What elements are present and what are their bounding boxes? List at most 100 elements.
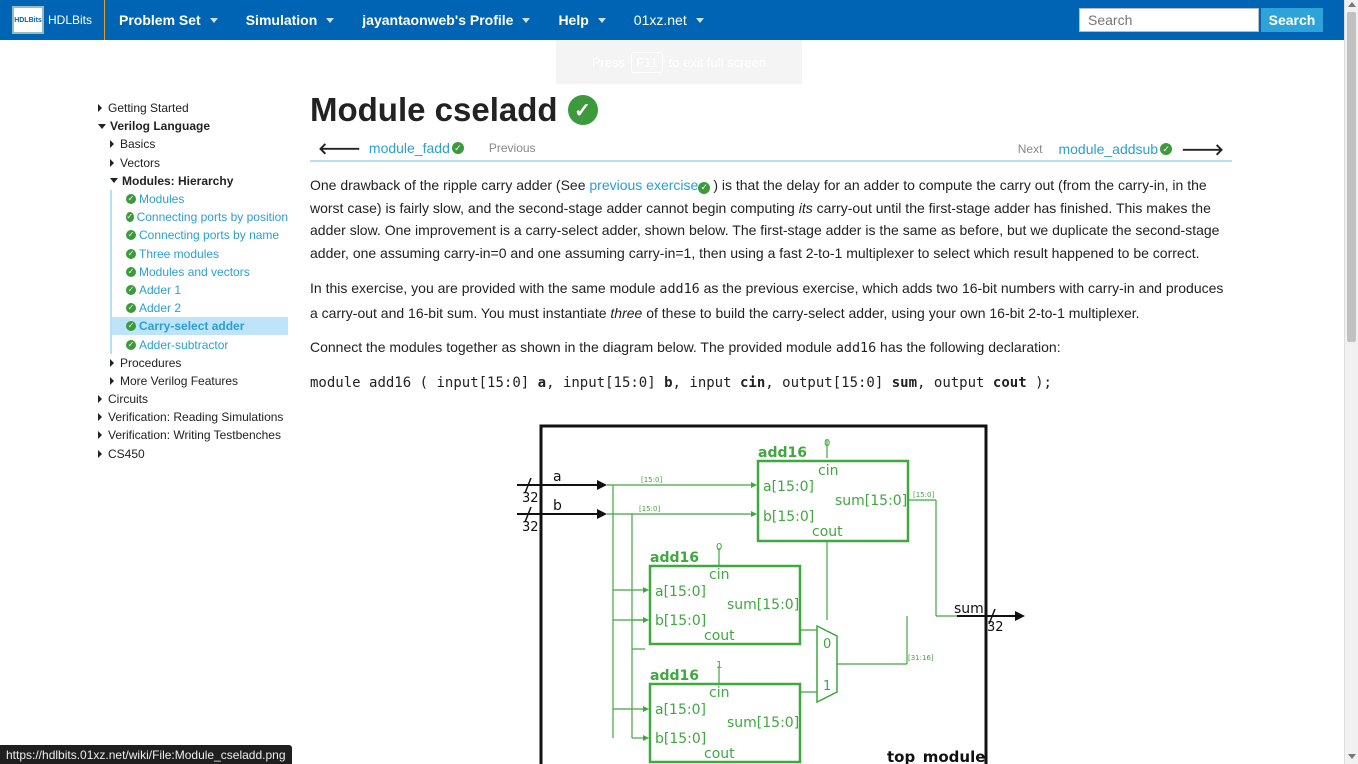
tree-verif-tb[interactable]: Verification: Writing Testbenches	[98, 426, 288, 444]
menu-help[interactable]: Help	[544, 0, 619, 40]
top-navbar: HDLBits HDLBits Problem Set Simulation j…	[0, 0, 1344, 40]
tree-circuits[interactable]: Circuits	[98, 390, 288, 408]
toast-key: F11	[631, 51, 663, 73]
tree-procedures[interactable]: Procedures	[98, 354, 288, 372]
search-input[interactable]	[1079, 8, 1259, 32]
caret-right-icon	[98, 431, 102, 440]
tree-lesson-three-modules[interactable]: ✓Three modules	[110, 244, 288, 263]
toast-text-after: to exit full screen	[668, 54, 767, 70]
status-url: https://hdlbits.01xz.net/wiki/File:Modul…	[6, 747, 286, 762]
check-circle-icon: ✓	[126, 284, 136, 295]
page-title: Module cseladd ✓	[310, 88, 1232, 132]
vertical-scrollbar[interactable]	[1344, 0, 1358, 764]
module-declaration: module add16 ( input[15:0] a, input[15:0…	[310, 374, 1052, 391]
adder1-box	[756, 459, 910, 543]
output-sum-label: sum	[954, 601, 984, 617]
menu-problem-set[interactable]: Problem Set	[105, 0, 232, 40]
tree-lesson-ports-position[interactable]: ✓Connecting ports by position	[110, 208, 288, 227]
link-status-bar: https://hdlbits.01xz.net/wiki/File:Modul…	[0, 745, 292, 764]
carry-select-diagram[interactable]: top_module a b 32 32 [15:0	[505, 420, 1035, 764]
search-button[interactable]: Search	[1261, 8, 1323, 32]
chevron-down-icon	[326, 17, 335, 23]
tree-cs450[interactable]: CS450	[98, 445, 288, 463]
check-circle-icon: ✓	[698, 181, 711, 194]
scroll-thumb[interactable]	[1347, 12, 1356, 342]
caret-right-icon	[110, 140, 114, 149]
svg-text:a[15:0]: a[15:0]	[655, 702, 706, 718]
caret-right-icon	[98, 104, 102, 113]
svg-text:sum[15:0]: sum[15:0]	[835, 493, 907, 509]
page-title-text: Module cseladd	[310, 91, 558, 128]
bus-width-sum: 32	[987, 620, 1004, 635]
top-module-label: top_module	[887, 748, 985, 764]
check-circle-icon: ✓	[126, 230, 136, 241]
tree-basics[interactable]: Basics	[98, 135, 288, 153]
tree-lesson-adder1[interactable]: ✓Adder 1	[110, 280, 288, 300]
check-circle-icon: ✓	[451, 142, 464, 154]
tree-lesson-modules[interactable]: ✓Modules	[110, 189, 288, 209]
svg-text:b[15:0]: b[15:0]	[655, 731, 706, 747]
check-circle-icon: ✓	[126, 339, 136, 350]
svg-text:1: 1	[716, 660, 722, 671]
arrow-left-icon[interactable]: 🡐	[318, 140, 361, 158]
brand-name: HDLBits	[48, 13, 93, 27]
chevron-down-icon	[522, 17, 531, 23]
tree-lesson-adder-subtractor[interactable]: ✓Adder-subtractor	[110, 335, 288, 354]
next-problem-link[interactable]: module_addsub	[1058, 141, 1159, 157]
caret-right-icon	[98, 413, 102, 422]
caret-right-icon	[98, 449, 102, 458]
svg-text:sum[15:0]: sum[15:0]	[727, 715, 799, 731]
svg-text:0: 0	[823, 637, 831, 652]
adder3-label: add16	[650, 668, 699, 684]
scroll-down-icon[interactable]	[1348, 754, 1356, 759]
prev-problem-link[interactable]: module_fadd	[368, 140, 450, 156]
check-circle-icon: ✓	[567, 95, 598, 125]
check-circle-icon: ✓	[126, 248, 136, 259]
mux-shape	[816, 624, 838, 704]
next-label: Next	[1017, 142, 1043, 156]
adder1-label: add16	[758, 445, 807, 461]
svg-text:cin: cin	[709, 567, 729, 583]
tree-vectors[interactable]: Vectors	[98, 154, 288, 172]
tree-verif-sim[interactable]: Verification: Reading Simulations	[98, 408, 288, 426]
tree-lesson-carry-select[interactable]: ✓Carry-select adder	[110, 317, 288, 336]
tree-lesson-modules-vectors[interactable]: ✓Modules and vectors	[110, 262, 288, 281]
svg-text:cout: cout	[704, 628, 735, 644]
menu-01xz[interactable]: 01xz.net	[620, 0, 718, 40]
check-circle-icon: ✓	[126, 266, 136, 277]
caret-right-icon	[110, 158, 114, 167]
sidebar-tree: Getting Started Verilog Language Basics …	[98, 99, 288, 463]
paragraph-connect: Connect the modules together as shown in…	[310, 339, 1061, 357]
problem-pager: 🡐 module_fadd ✓ Previous Next module_add…	[310, 136, 1232, 162]
bus-width-a: 32	[522, 491, 539, 506]
menu-profile[interactable]: jayantaonweb's Profile	[348, 0, 544, 40]
menu-simulation[interactable]: Simulation	[232, 0, 349, 40]
previous-exercise-link[interactable]: previous exercise	[589, 177, 699, 193]
tree-modules-hierarchy[interactable]: Modules: Hierarchy	[98, 172, 288, 190]
check-circle-icon: ✓	[126, 321, 136, 332]
svg-text:[15:0]: [15:0]	[913, 491, 934, 499]
tree-verilog-language[interactable]: Verilog Language	[98, 117, 288, 135]
svg-text:a[15:0]: a[15:0]	[655, 584, 706, 600]
adder2-box	[648, 564, 802, 646]
svg-text:a[15:0]: a[15:0]	[763, 479, 814, 495]
svg-text:cout: cout	[812, 524, 843, 540]
tree-getting-started[interactable]: Getting Started	[98, 99, 288, 117]
svg-text:sum[15:0]: sum[15:0]	[727, 597, 799, 613]
caret-down-icon	[110, 178, 118, 184]
svg-text:cout: cout	[704, 746, 735, 762]
input-b-label: b	[553, 498, 562, 514]
scroll-up-icon[interactable]	[1348, 2, 1356, 7]
tree-lesson-ports-name[interactable]: ✓Connecting ports by name	[110, 226, 288, 245]
chevron-down-icon	[597, 17, 606, 23]
svg-text:1: 1	[823, 679, 831, 694]
bus-width-b: 32	[522, 520, 539, 535]
adder3-box	[648, 682, 802, 764]
check-circle-icon: ✓	[126, 194, 136, 205]
brand-link[interactable]: HDLBits HDLBits	[0, 0, 106, 40]
tree-lesson-adder2[interactable]: ✓Adder 2	[110, 299, 288, 318]
arrow-right-icon[interactable]: 🡒	[1181, 141, 1224, 159]
svg-text:cin: cin	[818, 463, 838, 479]
paragraph-intro: One drawback of the ripple carry adder (…	[310, 177, 1220, 262]
tree-more-features[interactable]: More Verilog Features	[98, 372, 288, 390]
